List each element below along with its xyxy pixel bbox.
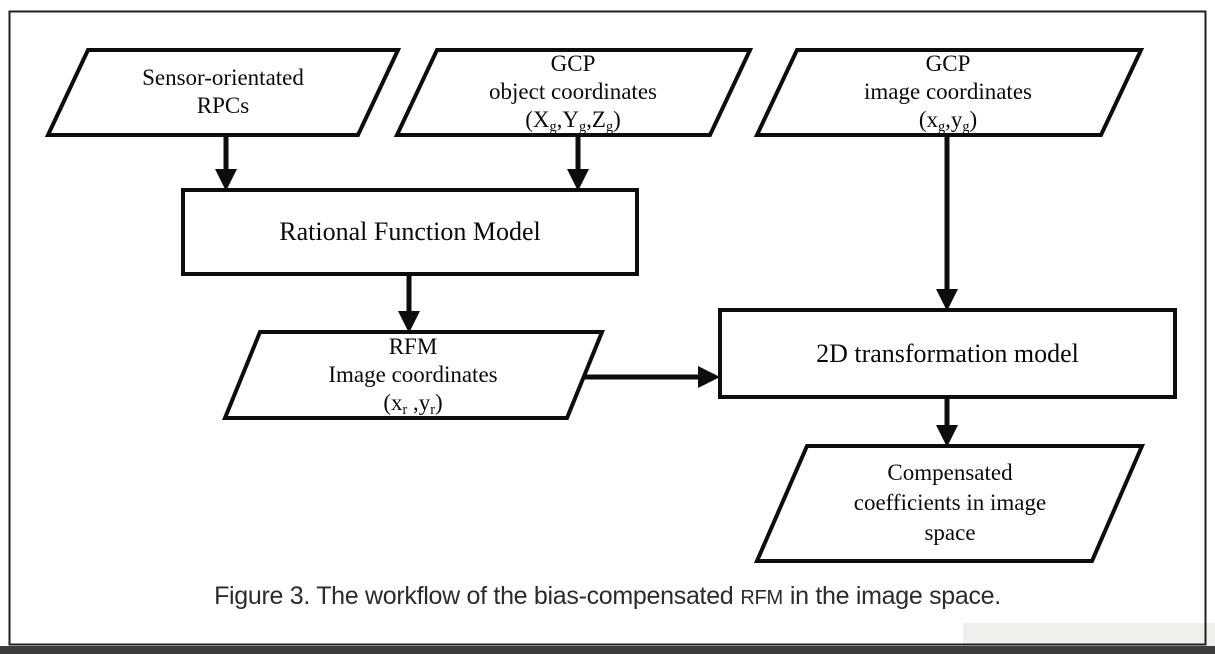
rfm-coords-line1: RFM <box>388 334 438 359</box>
gcp-image-line2: image coordinates <box>864 79 1032 104</box>
arrow-gcp-object-to-rfm <box>567 135 589 191</box>
transformation-model-label: 2D transformation model <box>816 338 1079 368</box>
arrow-sensor-to-rfm <box>215 135 237 191</box>
gcp-object-parallelogram <box>393 48 754 137</box>
scan-artifact-patch <box>963 623 1215 646</box>
caption-rfm-acronym: RFM <box>740 587 783 609</box>
figure-caption: Figure 3. The workflow of the bias-compe… <box>0 582 1215 611</box>
caption-prefix: Figure 3. The workflow of the bias-compe… <box>214 582 734 610</box>
sensor-rpcs-label: Sensor-orientated RPCs <box>73 64 373 120</box>
gcp-image-parallelogram <box>753 48 1145 137</box>
gcp-object-line2: object coordinates <box>489 79 657 104</box>
compensated-parallelogram <box>753 444 1146 563</box>
gcp-image-label: GCP image coordinates (xg,yg) <box>798 50 1098 134</box>
rfm-coords-line2: Image coordinates <box>328 362 498 387</box>
compensated-line2: coefficients in image <box>853 490 1047 515</box>
gcp-object-line1: GCP <box>550 51 596 76</box>
compensated-line1: Compensated <box>887 460 1013 485</box>
sensor-rpcs-parallelogram <box>44 48 402 137</box>
rfm-coords-parallelogram <box>222 330 605 420</box>
compensated-label: Compensated coefficients in image space <box>790 458 1110 548</box>
sensor-rpcs-line1: Sensor-orientated <box>142 65 304 90</box>
rational-function-model-box <box>181 188 639 276</box>
transformation-model-box <box>718 308 1177 399</box>
gcp-image-line1: GCP <box>925 51 971 76</box>
figure-border <box>8 10 1207 646</box>
rational-function-model-label: Rational Function Model <box>279 217 541 246</box>
arrow-rfm-to-coords <box>398 274 420 333</box>
arrow-coords-to-transform <box>584 366 720 388</box>
gcp-image-coords: (xg,yg) <box>918 107 978 135</box>
arrow-gcp-image-to-transform <box>936 135 958 311</box>
gcp-object-coords: (Xg,Yg,Zg) <box>525 107 621 135</box>
arrow-transform-to-compensated <box>936 397 958 447</box>
compensated-line3: space <box>924 520 976 545</box>
rfm-coords-label: RFM Image coordinates (xr ,yr) <box>263 333 563 417</box>
rfm-coords-coords: (xr ,yr) <box>383 390 443 418</box>
gcp-object-label: GCP object coordinates (Xg,Yg,Zg) <box>423 50 723 134</box>
page-edge-bar <box>0 646 1215 654</box>
caption-suffix: in the image space. <box>789 582 1001 610</box>
sensor-rpcs-line2: RPCs <box>196 93 250 118</box>
